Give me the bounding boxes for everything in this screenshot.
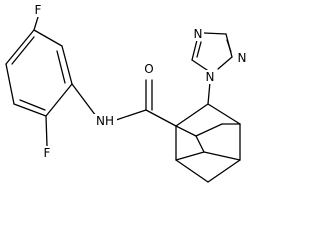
bond-ring-n: [71, 83, 97, 117]
ring-bond: [45, 83, 73, 117]
ring-bond: [61, 45, 73, 85]
ring-double-bond: [56, 50, 66, 84]
ring-double-bond: [19, 99, 46, 111]
atom-f-top: F: [32, 3, 44, 17]
adamantane-cage: [175, 103, 241, 183]
triazole-double-bond: [226, 39, 232, 53]
structure-canvas: F F NH O N N N: [5, 3, 248, 183]
bond-c-f-bottom: [45, 115, 48, 147]
triazole-double-bond: [196, 41, 202, 58]
atom-label: F: [35, 3, 42, 17]
cage-bond: [175, 125, 197, 137]
cage-bond: [207, 159, 241, 183]
atom-n-triazole-4: N: [236, 51, 248, 65]
bond-carbonyl-adamantane: [145, 109, 177, 127]
difluorophenyl-ring: [5, 29, 73, 117]
atom-label: N: [194, 27, 203, 41]
triazole-bond: [217, 56, 233, 70]
cage-bond: [195, 123, 223, 137]
atom-n-triazole-1: N: [204, 70, 216, 84]
bond-adamantane-n: [207, 81, 211, 105]
ring-bond: [5, 63, 15, 105]
molecule-structure: F F NH O N N N: [5, 3, 248, 183]
cage-bond: [207, 103, 241, 125]
cage-bond: [175, 103, 209, 127]
atom-label: F: [44, 146, 51, 160]
atom-label: N: [238, 51, 247, 65]
atom-label: N: [206, 70, 215, 84]
cage-bond: [203, 151, 241, 161]
cage-bond: [195, 135, 205, 153]
triazole-bond: [191, 39, 198, 61]
atom-o: O: [142, 62, 156, 76]
atom-nh: NH: [93, 114, 117, 128]
atom-label: NH: [96, 114, 114, 128]
bond-c-f-top: [33, 16, 39, 31]
atom-f-bottom: F: [41, 146, 53, 160]
cage-bond: [175, 151, 205, 161]
ring-bond: [13, 103, 47, 117]
bond-n-c-carbonyl: [115, 109, 147, 121]
ring-bond: [5, 29, 35, 65]
cage-bond: [175, 159, 209, 183]
atom-label: O: [144, 62, 153, 76]
ring-double-bond: [11, 36, 35, 65]
triazole-bond: [203, 32, 227, 35]
ring-bond: [33, 29, 63, 47]
atom-n-triazole-2: N: [192, 27, 204, 41]
